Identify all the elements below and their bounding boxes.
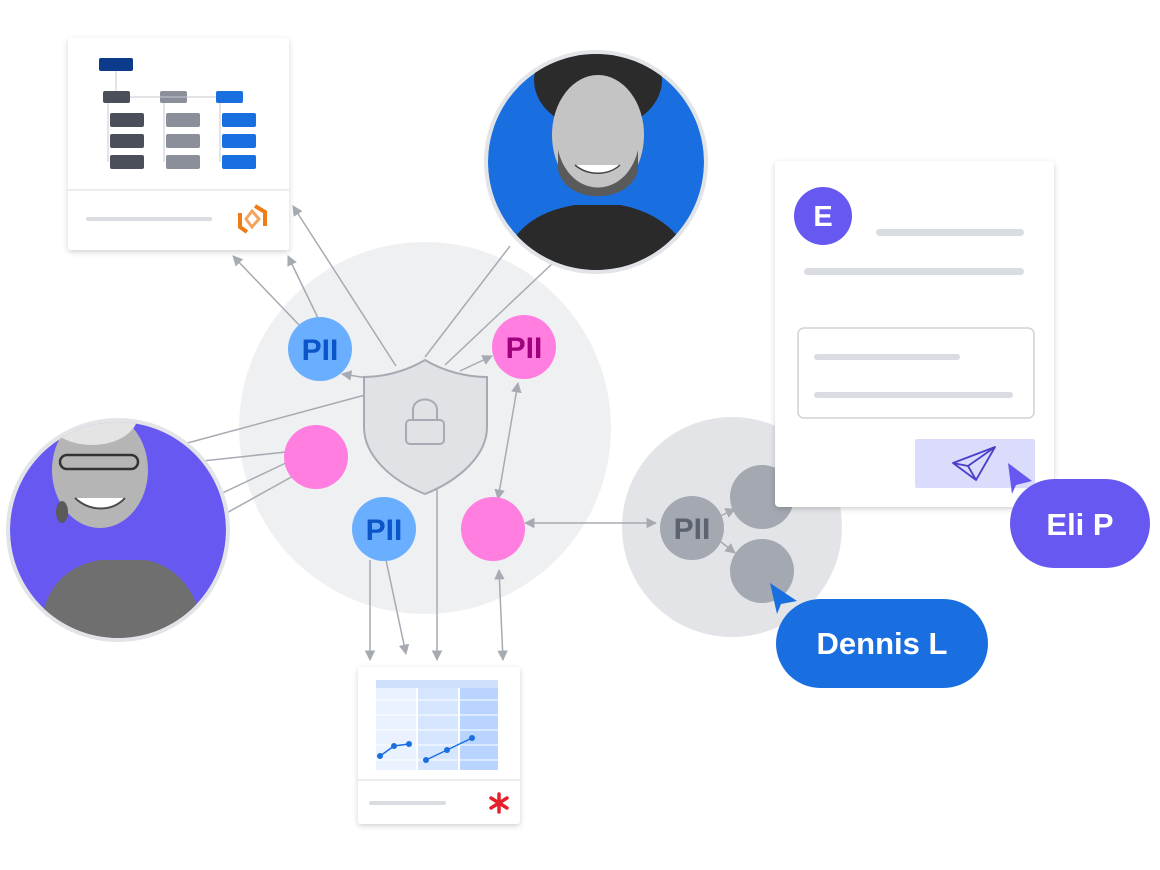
sender-avatar-initial: E — [813, 201, 832, 233]
cursor-eli — [1008, 463, 1032, 494]
shield-lock-icon — [363, 358, 488, 496]
user-tag-eli-label: Eli P — [1046, 507, 1113, 542]
pii-node-label: PII — [506, 332, 543, 365]
orange-hexagon-logo-icon — [238, 204, 267, 234]
avatar-man — [484, 50, 708, 274]
reply-input[interactable] — [797, 327, 1035, 419]
arrow-connectors — [232, 205, 736, 662]
pii-node-blue-top: PII — [288, 317, 352, 381]
user-tag-dennis-label: Dennis L — [817, 626, 948, 661]
sender-avatar — [794, 187, 852, 245]
user-tag-dennis: Dennis L — [776, 599, 988, 688]
cursor-dennis — [770, 583, 797, 614]
pink-node-bottom — [461, 497, 525, 561]
pii-node-gray-right: PII — [660, 496, 724, 560]
message-card-content: E — [794, 187, 1035, 488]
send-button[interactable] — [915, 439, 1035, 488]
red-asterisk-logo-icon — [489, 792, 509, 814]
pii-node-blue-bottom: PII — [352, 497, 416, 561]
table-chart-content — [358, 680, 520, 814]
pink-node-left — [284, 425, 348, 489]
org-chart-content — [68, 58, 289, 234]
avatar-woman — [6, 418, 230, 642]
pii-node-pink-top: PII — [492, 315, 556, 379]
pii-node-label: PII — [674, 513, 711, 546]
pii-node-label: PII — [366, 514, 403, 547]
user-tag-eli: Eli P — [1010, 479, 1150, 568]
pii-node-label: PII — [302, 334, 339, 367]
paper-plane-icon — [952, 446, 996, 481]
gray-node-lower — [730, 539, 794, 603]
